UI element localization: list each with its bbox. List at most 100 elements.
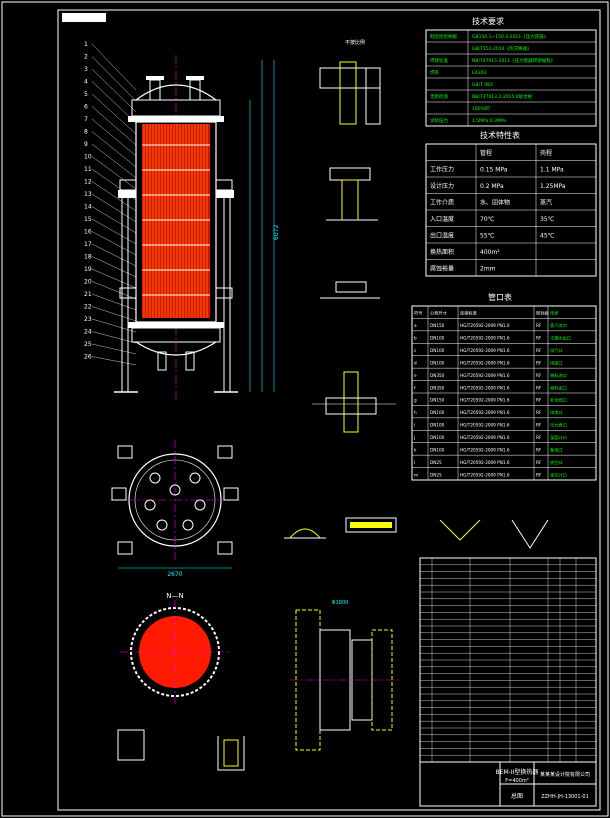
- nozzle-cell: 液位计口: [550, 471, 567, 478]
- weld-detail-3: [439, 519, 481, 541]
- tech-req-value: GB/T151-2014《热交换器》: [472, 45, 532, 52]
- nozzle-cell: HG/T20592-2009 PN1.6: [460, 435, 510, 440]
- tech-spec-cell: 1.25MPa: [540, 183, 566, 190]
- title-drawing-no: ZZHH-JH-13001-01: [541, 794, 589, 800]
- nozzle-cell: HG/T20592-2009 PN1.0: [460, 323, 510, 328]
- nozzle-cell: e: [414, 373, 417, 378]
- nozzle-cell: 排净口: [550, 409, 563, 416]
- weld-detail-2: [345, 517, 397, 533]
- nozzle-cell: i: [414, 423, 415, 428]
- nozzle-b: [215, 179, 233, 191]
- callout-number: 3: [84, 66, 88, 73]
- lug-left: [118, 190, 136, 198]
- nozzle-cell: 放空口: [550, 459, 563, 466]
- nozzle-cell: 连接标准: [460, 310, 477, 317]
- tech-req-label: 无损检测: [430, 93, 448, 100]
- tech-spec-cell: 2mm: [480, 266, 496, 273]
- tech-spec-cell: 壳程: [540, 149, 552, 157]
- nozzle-cell: 压力表口: [550, 422, 567, 429]
- nozzle-cell: k: [414, 447, 417, 452]
- nozzle-cell: HG/T20592-2009 PN1.6: [460, 385, 510, 390]
- callout-leader: [91, 293, 137, 311]
- nozzle-cell: RF: [536, 447, 542, 452]
- nozzle-h: [157, 351, 167, 371]
- tech-spec-cell: 1.1 MPa: [540, 167, 564, 174]
- tech-spec-cell: 45℃: [540, 233, 555, 240]
- plan-nozzle-circle: [194, 499, 206, 511]
- callout-leader: [91, 68, 137, 113]
- weld-detail-1: [288, 528, 322, 539]
- nozzle-cell: HG/T20592-2009 PN1.6: [460, 410, 510, 415]
- callout-leader: [91, 281, 137, 300]
- nozzle-cell: RF: [536, 435, 542, 440]
- callout-leader: [91, 268, 137, 289]
- callout-leader: [91, 181, 137, 212]
- small-detail-2: [217, 736, 245, 771]
- nozzle-cell: HG/T20592-2009 PN1.6: [460, 447, 510, 452]
- callout-leader: [91, 206, 137, 234]
- nozzle-cell: RF: [536, 398, 542, 403]
- nozzle-cell: HG/T20592-2009 PN1.6: [460, 460, 510, 465]
- dim-height-text: 6072: [273, 225, 280, 240]
- nozzle-cell: l: [414, 460, 415, 465]
- tech-req-label: 焊接标准: [430, 57, 448, 64]
- plan-support-3: [117, 541, 133, 555]
- nozzle-cell: DN150: [430, 323, 445, 328]
- nozzle-cell: RF: [536, 472, 542, 477]
- title-designer: 某某某设计院有限公司: [540, 771, 590, 778]
- weld-detail-2-fill: [350, 522, 392, 528]
- tech-spec-cell: 水、固体物: [480, 199, 510, 207]
- baffles: [142, 144, 210, 296]
- plan-nozzle-circle: [156, 519, 168, 531]
- callout-group: 1234567891011121314151617181920212223242…: [84, 41, 137, 366]
- tech-req-value: NB/T47015-2011《压力容器焊接规程》: [472, 57, 555, 64]
- callout-number: 11: [84, 166, 92, 173]
- callout-leader: [91, 356, 137, 366]
- callout-leader: [91, 243, 137, 267]
- plan-support-5: [111, 487, 127, 501]
- callout-number: 13: [84, 191, 92, 198]
- tech-spec-cell: 工作介质: [430, 199, 454, 207]
- nozzle-cell: DN25: [430, 460, 442, 465]
- tech-req-label: 试验压力: [430, 117, 448, 124]
- nozzle-cell: 物料进口: [550, 372, 567, 379]
- nozzle-cell: f: [414, 385, 416, 390]
- tech-spec-cell: 0.15 MPa: [480, 167, 508, 174]
- nozzle-cell: DN100: [430, 423, 445, 428]
- weld-detail-4: [511, 519, 549, 549]
- lug-right: [216, 190, 234, 198]
- callout-number: 16: [84, 229, 92, 236]
- callout-number: 12: [84, 179, 92, 186]
- callout-number: 23: [84, 316, 92, 323]
- plan-nozzle-circle: [189, 472, 201, 484]
- plan-support-6: [223, 487, 239, 501]
- callout-leader: [91, 256, 137, 278]
- callout-number: 6: [84, 104, 88, 111]
- top-head: [135, 84, 217, 101]
- detail-1-body: [319, 67, 381, 89]
- tech-spec-cell: 35℃: [540, 216, 555, 223]
- detail-2-body: [329, 167, 371, 181]
- plan-nozzle-circle: [149, 472, 161, 484]
- nozzle-cell: RF: [536, 423, 542, 428]
- callout-leader: [91, 143, 137, 179]
- small-detail-1: [117, 729, 145, 761]
- callout-leader: [91, 331, 137, 344]
- callout-leader: [91, 231, 137, 256]
- callout-leader: [91, 118, 137, 157]
- tech-req-label: 焊条: [430, 69, 439, 76]
- tech-req-title: 技术要求: [472, 16, 504, 26]
- tech-spec-cell: 设计压力: [430, 182, 454, 190]
- callout-leader: [91, 318, 137, 333]
- callout-number: 4: [84, 79, 88, 86]
- nozzle-g-flange: [186, 76, 204, 80]
- callout-number: 9: [84, 141, 88, 148]
- nozzle-e: [119, 179, 137, 191]
- nozzle-cell: j: [413, 435, 415, 440]
- nozzle-cell: 备用口: [550, 446, 563, 453]
- nozzle-cell: m: [414, 472, 418, 477]
